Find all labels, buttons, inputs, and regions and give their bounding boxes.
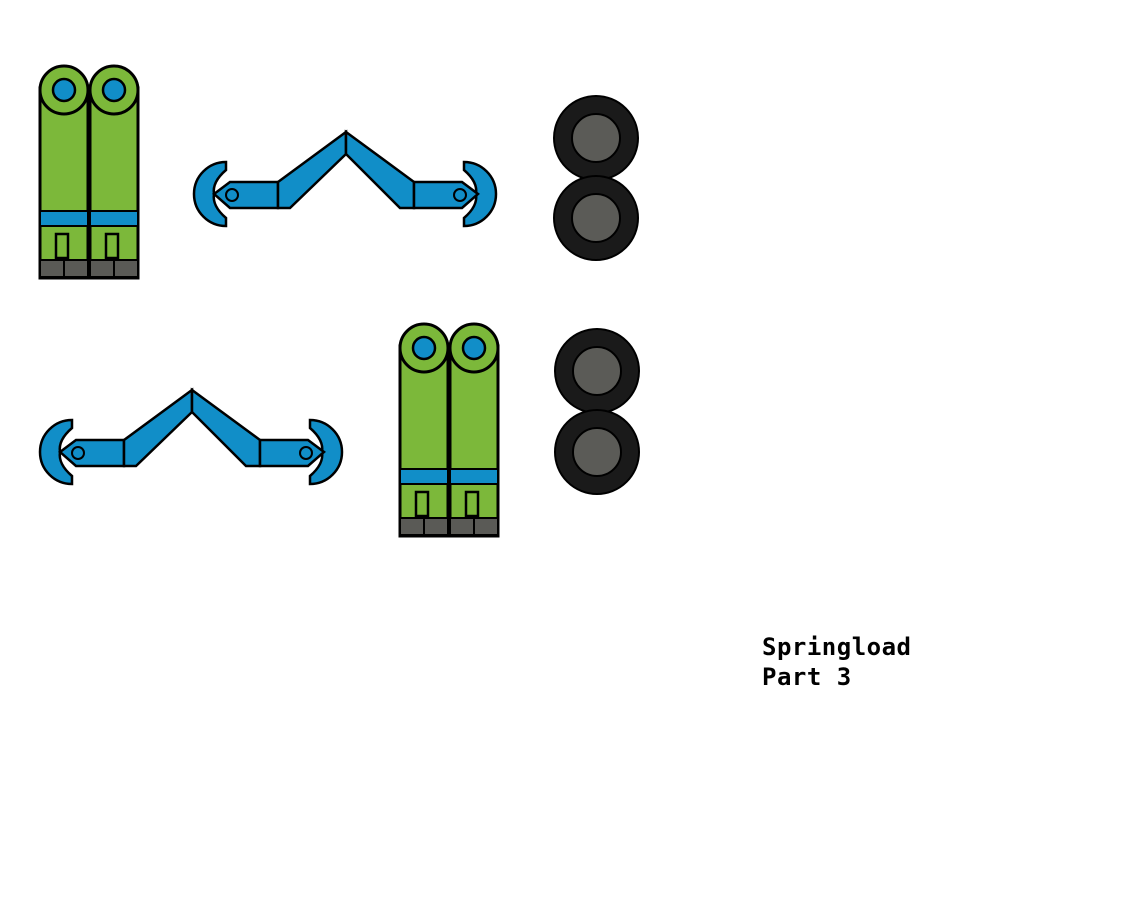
wheel-pair-top — [553, 95, 639, 261]
caption-subtitle: Part 3 — [762, 663, 852, 691]
wheel-pair-bottom — [554, 328, 640, 495]
arm-bar-bottom — [38, 388, 344, 486]
leg-pair-top — [38, 64, 140, 280]
arm-bar-top — [192, 130, 498, 228]
caption: Springload Part 3 — [762, 632, 912, 692]
caption-title: Springload — [762, 633, 912, 661]
leg-pair-bottom — [398, 322, 500, 538]
